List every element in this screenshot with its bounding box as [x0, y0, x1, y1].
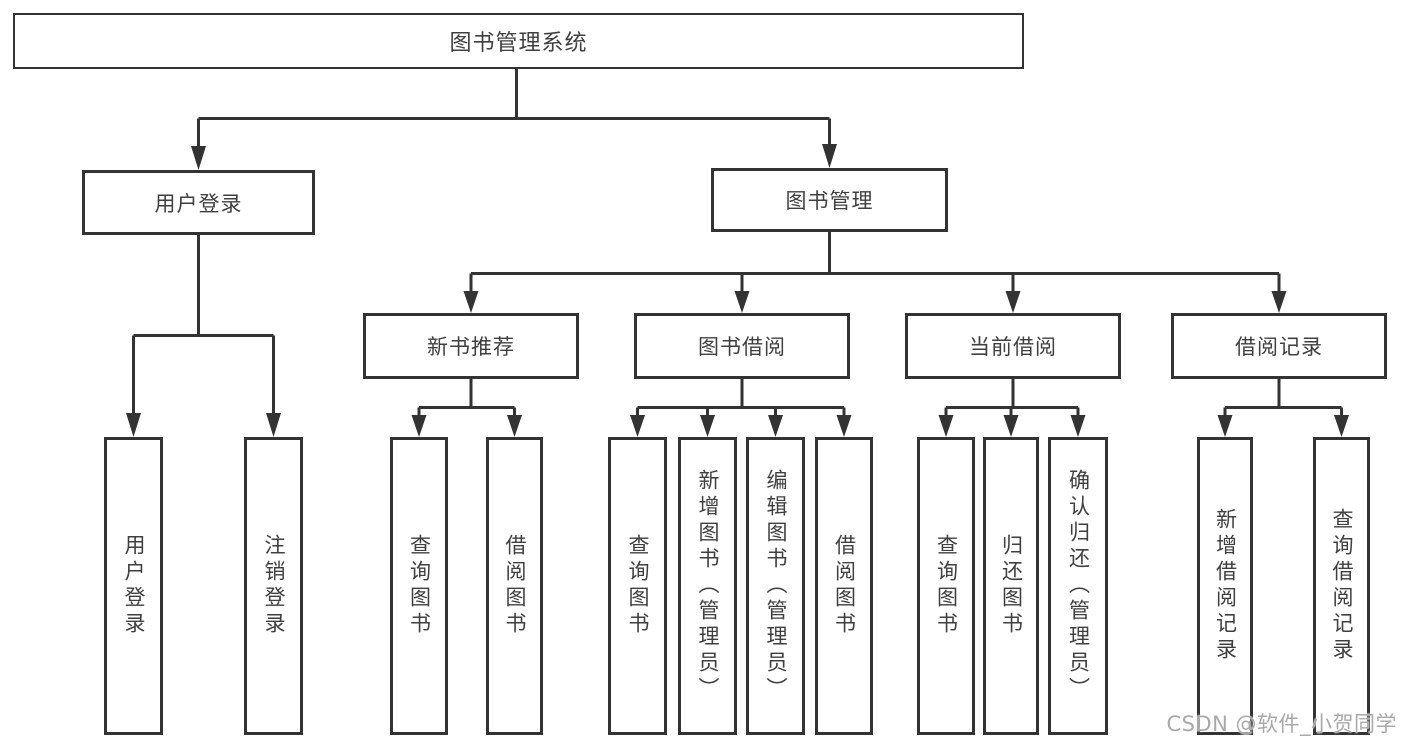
leaf-record-query-label: 查询借阅记录	[1330, 508, 1354, 664]
leaf-borrow-edit-admin-label: 编辑图书（管理员）	[764, 469, 788, 703]
node-user-login: 用户登录	[82, 170, 315, 235]
node-user-login-label: 用户登录	[154, 191, 243, 216]
leaf-logout-label: 注销登录	[262, 534, 286, 638]
node-new-book-recommend-label: 新书推荐	[427, 335, 515, 359]
leaf-borrow-edit-admin: 编辑图书（管理员）	[746, 437, 805, 735]
node-borrow-record: 借阅记录	[1171, 313, 1387, 379]
leaf-newbook-query: 查询图书	[390, 437, 448, 735]
leaf-current-query-label: 查询图书	[934, 534, 959, 638]
csdn-watermark: CSDN @软件_小贺同学	[1166, 712, 1397, 736]
leaf-record-add-label: 新增借阅记录	[1213, 508, 1238, 664]
node-book-borrow: 图书借阅	[634, 313, 850, 379]
node-book-management-label: 图书管理	[785, 189, 874, 213]
leaf-newbook-borrow: 借阅图书	[486, 437, 543, 735]
connector-segments	[132, 69, 1343, 419]
leaf-user-login-label: 用户登录	[122, 534, 146, 638]
leaf-current-return-label: 归还图书	[999, 534, 1024, 638]
node-current-borrow: 当前借阅	[905, 313, 1121, 379]
leaf-newbook-query-label: 查询图书	[407, 534, 432, 638]
leaf-borrow-query-label: 查询图书	[626, 534, 650, 638]
leaf-borrow-add-admin: 新增图书（管理员）	[678, 437, 737, 735]
leaf-borrow-book-label: 借阅图书	[832, 534, 857, 638]
leaf-logout: 注销登录	[244, 437, 303, 735]
node-borrow-record-label: 借阅记录	[1235, 335, 1323, 359]
arrowheads	[126, 144, 1349, 437]
node-current-borrow-label: 当前借阅	[969, 335, 1057, 359]
leaf-current-query: 查询图书	[917, 437, 975, 735]
node-book-borrow-label: 图书借阅	[698, 335, 786, 359]
leaf-current-confirm-return-admin-label: 确认归还（管理员）	[1066, 469, 1091, 703]
leaf-user-login: 用户登录	[104, 437, 163, 735]
leaf-borrow-add-admin-label: 新增图书（管理员）	[696, 469, 720, 703]
node-new-book-recommend: 新书推荐	[363, 313, 579, 379]
node-root: 图书管理系统	[13, 13, 1024, 69]
leaf-newbook-borrow-label: 借阅图书	[503, 534, 527, 638]
leaf-borrow-book: 借阅图书	[815, 437, 873, 735]
leaf-current-confirm-return-admin: 确认归还（管理员）	[1048, 437, 1108, 735]
leaf-record-query: 查询借阅记录	[1313, 437, 1370, 735]
leaf-current-return: 归还图书	[983, 437, 1039, 735]
node-book-management: 图书管理	[711, 168, 948, 232]
node-root-label: 图书管理系统	[449, 31, 588, 56]
leaf-borrow-query: 查询图书	[608, 437, 667, 735]
leaf-record-add: 新增借阅记录	[1197, 437, 1253, 735]
